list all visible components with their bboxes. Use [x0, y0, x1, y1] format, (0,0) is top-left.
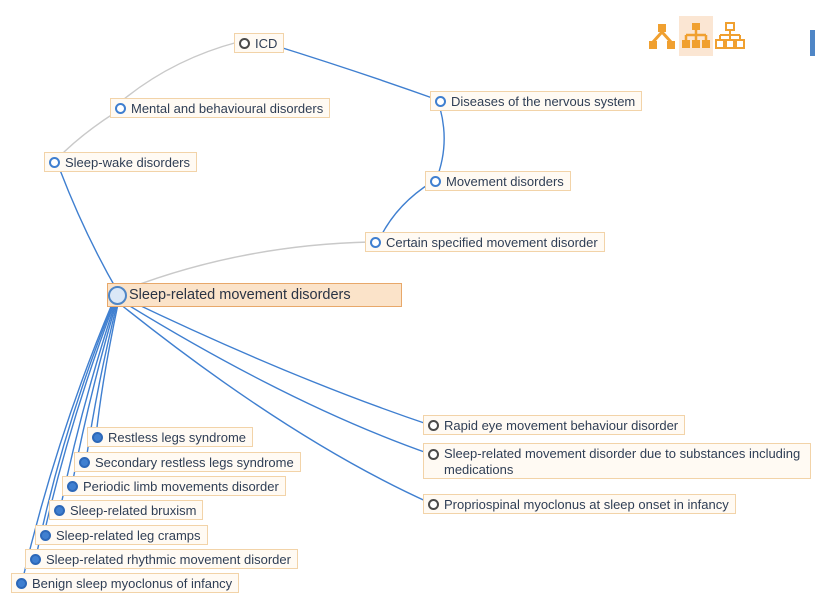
node-label: Mental and behavioural disorders — [131, 100, 324, 116]
node-label: Certain specified movement disorder — [386, 234, 598, 250]
node-label: Sleep-related movement disorder due to s… — [444, 446, 801, 477]
node-label: Sleep-related movement disorders — [129, 287, 351, 303]
node-circle-icon — [67, 480, 78, 492]
node-label: Benign sleep myoclonus of infancy — [32, 575, 233, 591]
node-circle-icon — [370, 236, 381, 248]
node-circle-icon — [428, 449, 439, 460]
edge-focus-rhythmic — [35, 303, 114, 558]
node-label: Sleep-wake disorders — [65, 154, 191, 170]
node-label: Restless legs syndrome — [108, 429, 246, 445]
node-label: Sleep-related bruxism — [70, 502, 197, 518]
node-label: Sleep-related leg cramps — [56, 527, 201, 543]
layout-toolbar — [645, 16, 747, 56]
node-circle-icon — [30, 553, 41, 565]
node-sleep-wake[interactable]: Sleep-wake disorders — [44, 152, 198, 172]
edge-sleepwake-focus — [59, 169, 119, 293]
node-restless-legs[interactable]: Restless legs syndrome — [87, 427, 253, 447]
node-label: Secondary restless legs syndrome — [95, 454, 294, 470]
node-leg-cramps[interactable]: Sleep-related leg cramps — [35, 525, 208, 545]
node-movement-disorders[interactable]: Movement disorders — [425, 171, 571, 191]
node-circle-icon — [239, 37, 250, 49]
hierarchy-tree-button[interactable] — [645, 16, 679, 56]
node-rem-behaviour[interactable]: Rapid eye movement behaviour disorder — [423, 415, 686, 435]
node-circle-icon — [428, 419, 439, 431]
edge-focus-rem — [119, 295, 431, 426]
edge-focus-certain — [123, 241, 371, 291]
node-certain-specified[interactable]: Certain specified movement disorder — [365, 232, 605, 252]
node-circle-icon — [430, 175, 441, 187]
node-circle-icon — [92, 431, 103, 443]
node-circle-icon — [16, 577, 27, 589]
org-chart-button[interactable] — [679, 16, 713, 56]
node-icd[interactable]: ICD — [234, 33, 285, 53]
node-circle-icon — [40, 529, 51, 541]
org-chart-icon — [682, 23, 710, 48]
node-label: Propriospinal myoclonus at sleep onset i… — [444, 496, 729, 512]
node-circle-icon — [428, 498, 439, 510]
node-circle-icon — [49, 156, 60, 168]
node-mental-behavioural[interactable]: Mental and behavioural disorders — [110, 98, 331, 118]
edge-focus-benign — [21, 303, 113, 583]
edge-nervous-movement — [435, 107, 445, 181]
node-label: ICD — [255, 35, 278, 51]
node-label: Sleep-related rhythmic movement disorder — [46, 551, 291, 567]
network-tree-icon — [715, 22, 745, 49]
network-tree-button[interactable] — [713, 16, 747, 56]
node-substances-medications[interactable]: Sleep-related movement disorder due to s… — [423, 443, 811, 479]
edge-focus-propriospinal — [119, 303, 431, 504]
node-label: Rapid eye movement behaviour disorder — [444, 417, 679, 433]
node-circle-icon — [54, 504, 65, 516]
node-circle-icon — [108, 285, 127, 305]
node-rhythmic-movement[interactable]: Sleep-related rhythmic movement disorder — [25, 549, 298, 569]
edge-focus-restless — [95, 303, 119, 437]
node-sleep-related-movement-focus[interactable]: Sleep-related movement disorders — [107, 283, 402, 307]
node-propriospinal[interactable]: Propriospinal myoclonus at sleep onset i… — [423, 494, 736, 514]
node-benign-myoclonus[interactable]: Benign sleep myoclonus of infancy — [11, 573, 240, 593]
edge-icd-nervous — [269, 43, 439, 101]
node-circle-icon — [115, 102, 126, 114]
node-label: Movement disorders — [446, 173, 564, 189]
hierarchy-tree-icon — [649, 24, 675, 49]
node-nervous-system[interactable]: Diseases of the nervous system — [430, 91, 643, 111]
node-label: Diseases of the nervous system — [451, 93, 636, 109]
node-circle-icon — [79, 456, 90, 468]
edge-focus-substances — [119, 299, 431, 455]
node-bruxism[interactable]: Sleep-related bruxism — [49, 500, 204, 520]
node-circle-icon — [435, 95, 446, 107]
node-periodic-limb[interactable]: Periodic limb movements disorder — [62, 476, 286, 496]
node-secondary-restless-legs[interactable]: Secondary restless legs syndrome — [74, 452, 301, 472]
edge-icd-mental — [117, 41, 239, 105]
node-label: Periodic limb movements disorder — [83, 478, 279, 494]
panel-edge-tab[interactable] — [810, 30, 815, 56]
